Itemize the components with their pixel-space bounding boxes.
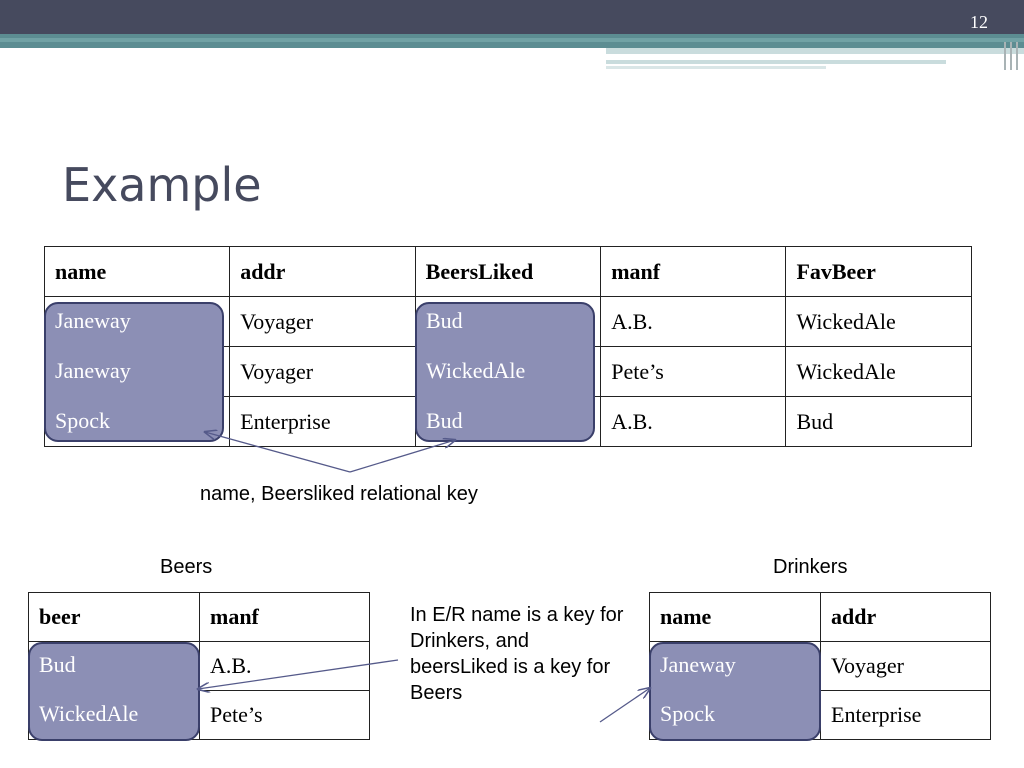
arrow-to-drinker-key	[599, 688, 650, 723]
header-bar	[0, 0, 1024, 34]
decorative-line	[1004, 42, 1006, 70]
table-cell: Pete’s	[199, 690, 370, 740]
table-header-row: beer manf	[28, 592, 370, 642]
beers-caption: Beers	[160, 556, 213, 578]
key-cell-text: Spock	[55, 408, 110, 433]
key-cell-text: WickedAle	[39, 701, 139, 726]
decorative-stripe	[606, 66, 826, 69]
table-cell: Enterprise	[820, 690, 991, 740]
table-cell: Bud	[785, 396, 972, 447]
key-cell-text: Spock	[660, 701, 715, 726]
key-cell-text: Bud	[426, 308, 463, 333]
table-cell: Pete’s	[600, 346, 787, 397]
arrow-to-name-key	[205, 432, 351, 473]
er-note: In E/R name is a key for Drinkers, and b…	[410, 604, 624, 704]
key-highlight-name	[44, 302, 224, 442]
header-cell: addr	[229, 246, 416, 297]
accent-band-light	[0, 38, 1024, 42]
key-cell-text: Janeway	[55, 308, 131, 333]
table-cell: A.B.	[600, 396, 787, 447]
arrow-to-beer-key	[198, 659, 399, 689]
header-cell: addr	[820, 592, 991, 642]
header-cell: manf	[600, 246, 787, 297]
table-cell: Enterprise	[229, 396, 416, 447]
key-cell-text: Janeway	[55, 358, 131, 383]
key-cell-text: Janeway	[660, 652, 736, 677]
slide-title: Example	[62, 158, 262, 212]
table-cell: A.B.	[600, 296, 787, 347]
key-cell-text: Bud	[426, 408, 463, 433]
key-highlight-beersliked	[415, 302, 595, 442]
table-cell: Voyager	[229, 296, 416, 347]
key-annotation: name, Beersliked relational key	[200, 483, 478, 505]
slide-number: 12	[970, 12, 988, 32]
decorative-stripe	[606, 48, 1024, 54]
key-cell-text: Bud	[39, 652, 76, 677]
key-highlight-beer	[28, 642, 200, 741]
decorative-line	[1010, 42, 1012, 70]
table-header-row: name addr	[649, 592, 991, 642]
header-cell: BeersLiked	[414, 246, 602, 297]
drinkers-caption: Drinkers	[773, 556, 848, 578]
key-cell-text: WickedAle	[426, 358, 526, 383]
decorative-stripe	[606, 60, 946, 64]
arrow-to-beersliked-key	[349, 440, 455, 473]
header-cell: FavBeer	[785, 246, 972, 297]
decorative-line	[1016, 42, 1018, 70]
header-cell: manf	[199, 592, 370, 642]
header-cell: name	[649, 592, 821, 642]
